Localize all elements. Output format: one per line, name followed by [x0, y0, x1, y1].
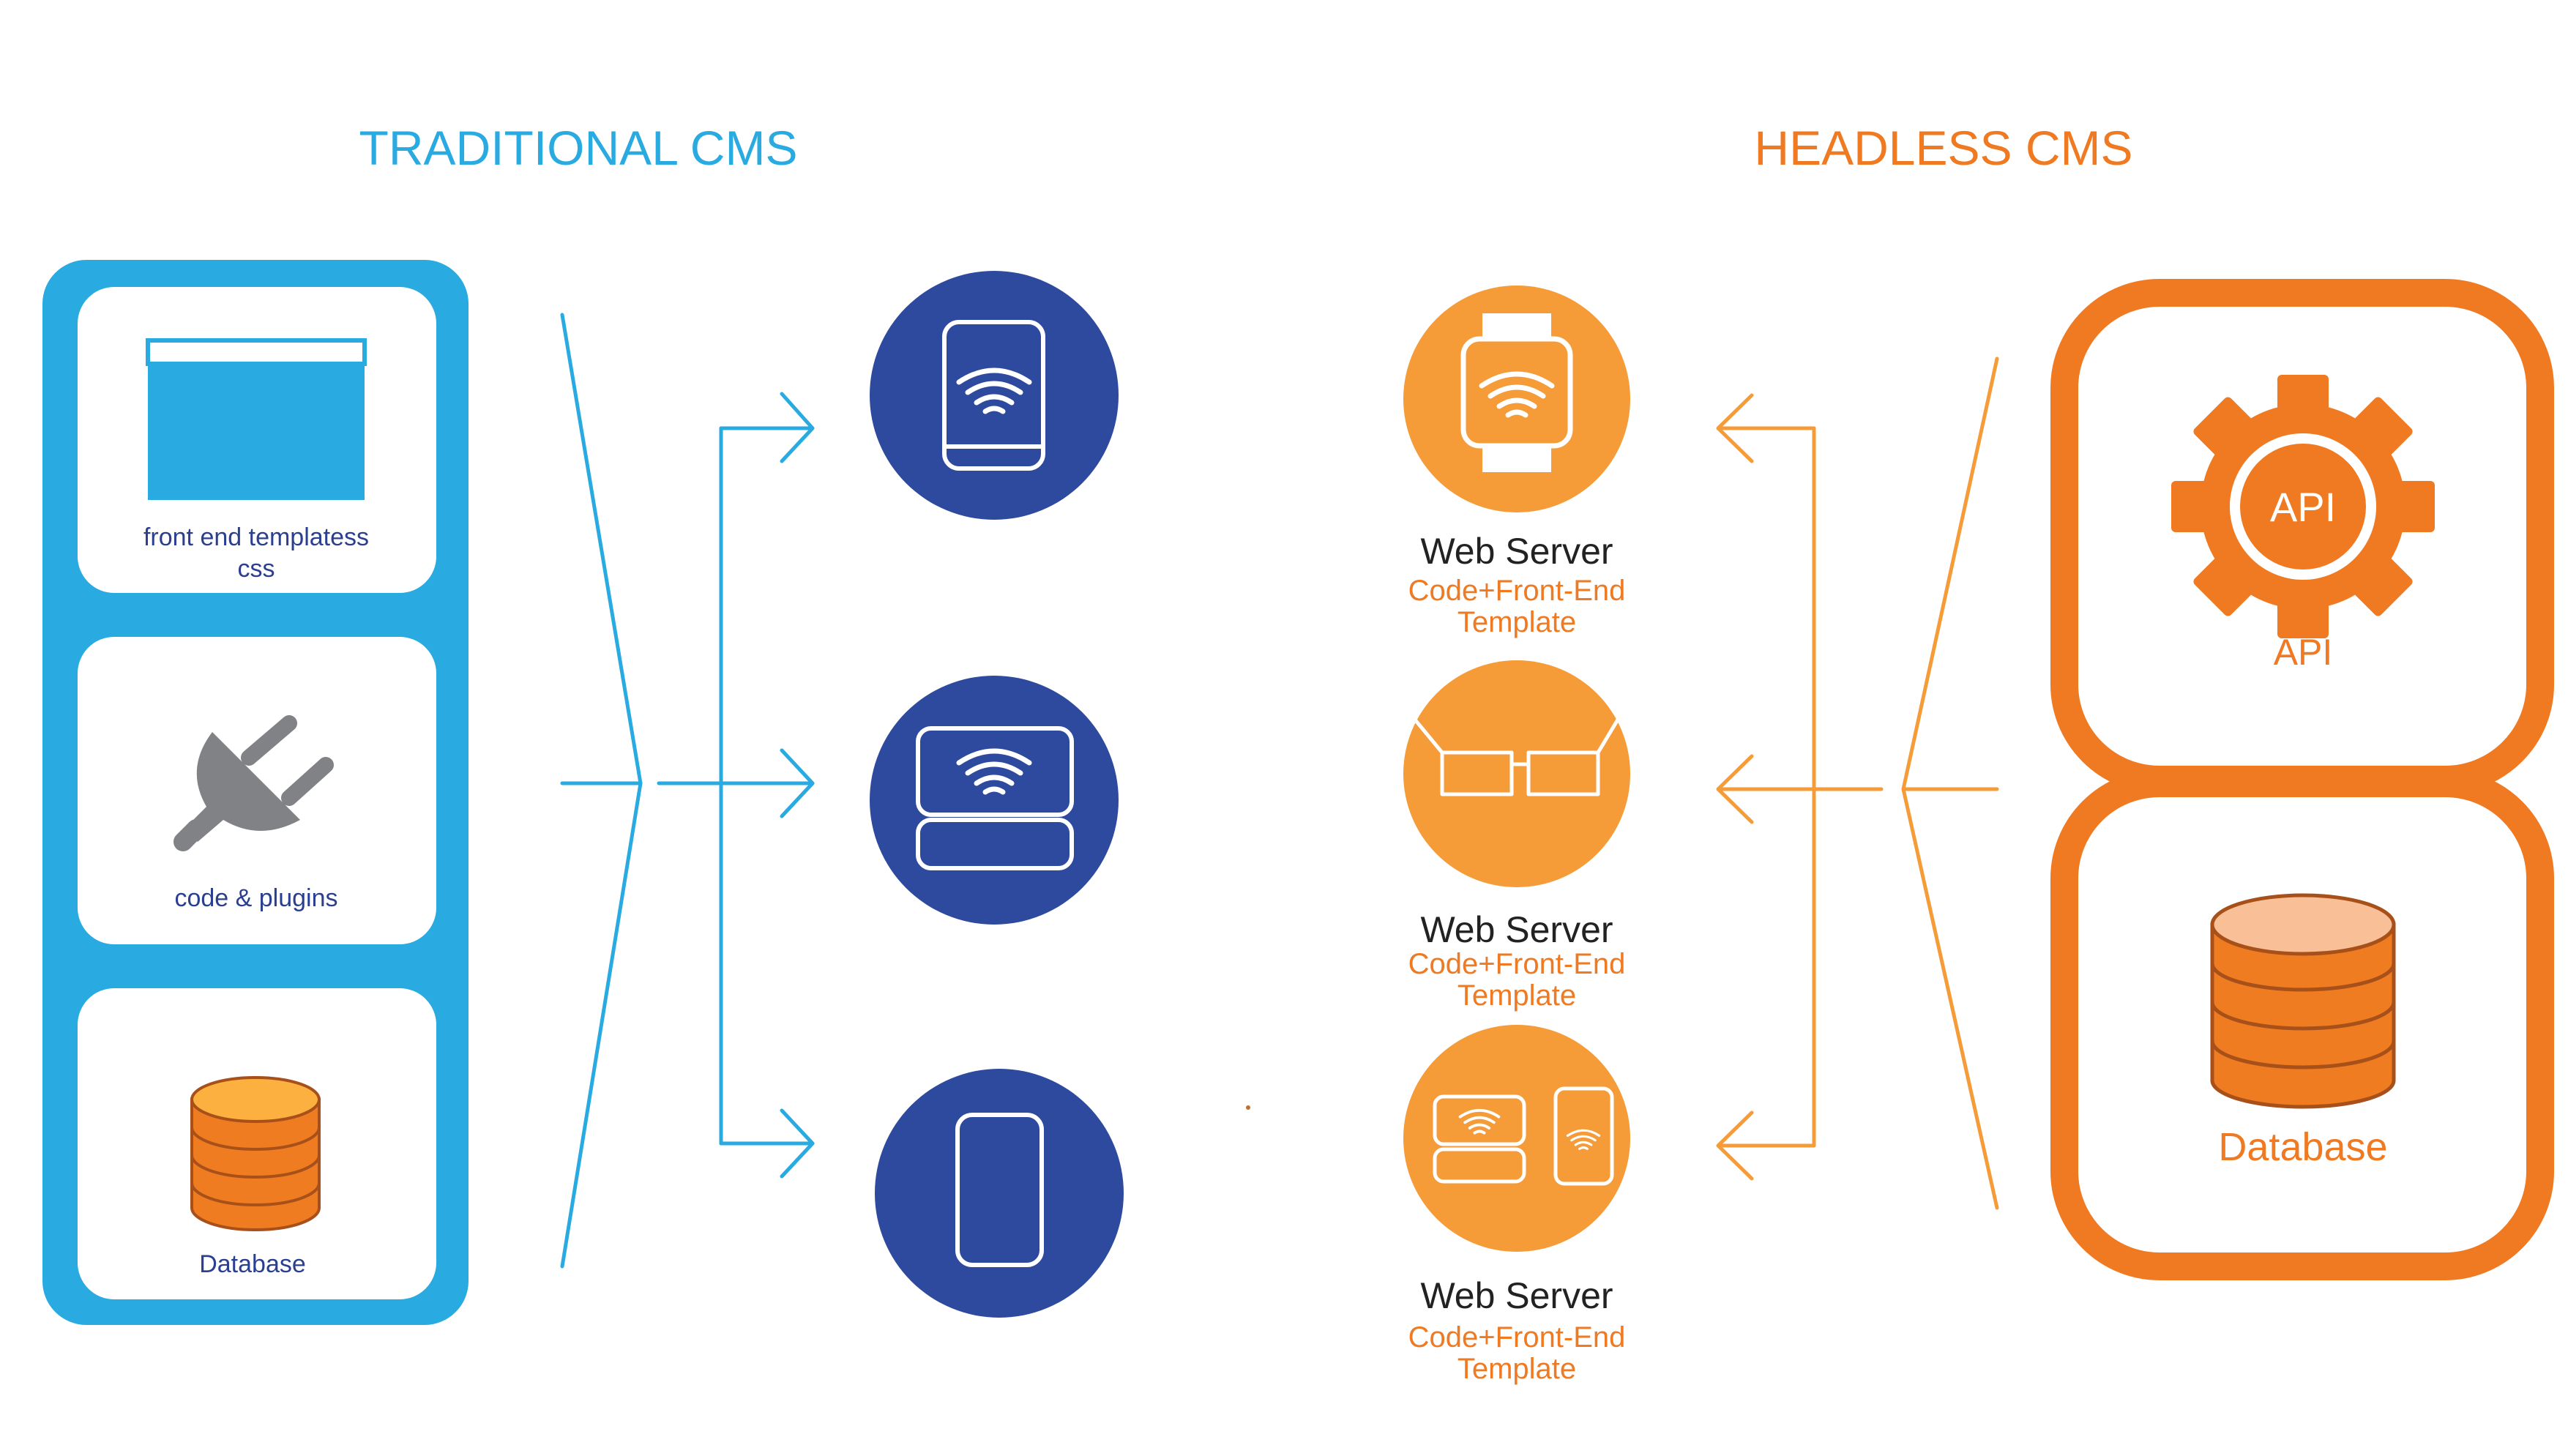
laptop-wireless-icon: [916, 726, 1074, 870]
tablet-wireless-icon: [942, 320, 1045, 471]
web-server-1: Web Server Code+Front-End Template: [1403, 285, 1630, 638]
stray-dot: [1246, 1105, 1250, 1110]
vr-glasses-icon: [1413, 714, 1622, 796]
headless-database-label: Database: [2218, 1125, 2387, 1169]
web-server-1-title: Web Server: [1420, 531, 1613, 572]
tablet-device: [870, 271, 1119, 520]
headless-connectors: [1716, 356, 1999, 1210]
templates-card-label-line1: front end templatess: [143, 523, 369, 551]
web-server-3-line1: Code+Front-End: [1408, 1321, 1626, 1354]
headless-bracket: [1901, 356, 1999, 1210]
laptop-device: [870, 676, 1119, 925]
database-icon: [2210, 893, 2396, 1109]
traditional-arrowhead-bottom: [780, 1108, 815, 1179]
traditional-cms-stack: front end templatess css code & plugins …: [42, 260, 469, 1325]
smartphone-icon: [955, 1113, 1044, 1267]
database-card-label: Database: [199, 1250, 306, 1278]
traditional-bracket: [560, 313, 643, 1269]
headless-arrowhead-mid: [1716, 754, 1754, 824]
headless-backend: API API Database: [2050, 279, 2554, 1280]
web-server-2-line1: Code+Front-End: [1408, 948, 1626, 980]
smartphone-device: [875, 1069, 1124, 1318]
gear-icon: [2171, 375, 2435, 638]
api-badge-text: API: [2270, 484, 2336, 530]
traditional-connectors: [560, 313, 815, 1269]
web-server-2-line2: Template: [1457, 979, 1576, 1012]
web-server-1-line1: Code+Front-End: [1408, 575, 1626, 607]
headless-arrowhead-top: [1716, 393, 1754, 463]
traditional-arrowhead-top: [780, 392, 815, 463]
web-server-2-title: Web Server: [1420, 909, 1613, 950]
web-server-3: Web Server Code+Front-End Template: [1403, 1025, 1630, 1385]
templates-card-label-line2: css: [238, 555, 275, 583]
smartwatch-icon: [1460, 313, 1573, 472]
headless-cms-title: HEADLESS CMS: [1754, 121, 2132, 175]
web-server-3-line2: Template: [1457, 1353, 1576, 1385]
web-server-2: Web Server Code+Front-End Template: [1403, 660, 1630, 1012]
database-icon: [190, 1076, 321, 1231]
headless-arrowhead-bottom: [1716, 1110, 1754, 1181]
web-server-3-title: Web Server: [1420, 1275, 1613, 1316]
laptop-phone-icon: [1433, 1086, 1614, 1186]
web-server-1-line2: Template: [1457, 606, 1576, 638]
plug-icon: [173, 715, 334, 851]
browser-window-icon: [146, 338, 367, 500]
traditional-arrowhead-mid: [780, 748, 815, 818]
plugins-card-label: code & plugins: [174, 884, 337, 912]
traditional-cms-title: TRADITIONAL CMS: [359, 121, 798, 175]
api-label: API: [2274, 632, 2333, 673]
